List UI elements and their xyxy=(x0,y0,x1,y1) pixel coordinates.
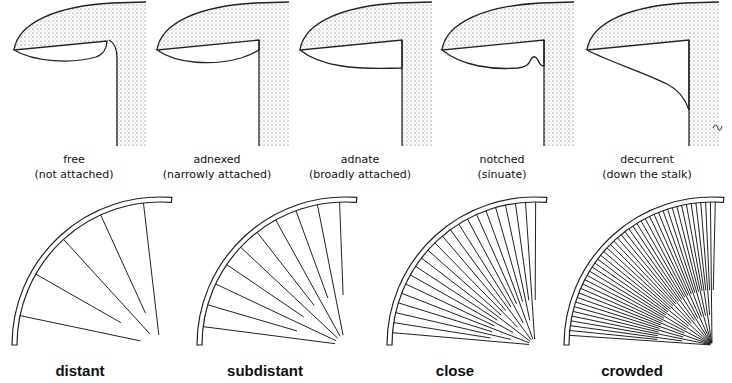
mushroom-decurrent xyxy=(587,2,722,146)
gill-line xyxy=(467,219,523,323)
mushroom-adnexed xyxy=(157,2,289,146)
gill-line xyxy=(614,241,692,323)
cap-outline xyxy=(157,2,289,50)
mushroom-free xyxy=(14,2,146,146)
gill-line xyxy=(592,267,666,315)
gill-line xyxy=(459,224,511,307)
gill-spacing-fans xyxy=(12,197,724,345)
cap-margin xyxy=(197,197,357,345)
gill-line xyxy=(641,221,685,297)
stalk-outline xyxy=(258,40,259,146)
gill-line xyxy=(143,203,158,335)
gill-line xyxy=(340,202,344,295)
gill xyxy=(14,41,107,61)
gill-line xyxy=(583,284,663,322)
cap-outline xyxy=(587,2,719,50)
gill-line xyxy=(416,266,498,320)
gill-line xyxy=(629,229,695,321)
gill-line xyxy=(216,284,336,341)
stipple xyxy=(300,2,432,146)
attachment-label: (broadly attached) xyxy=(309,168,411,182)
mushroom-adnate xyxy=(300,2,432,146)
gill xyxy=(300,40,402,68)
gill-fan xyxy=(12,197,172,345)
spacing-label: close xyxy=(436,362,474,380)
cap-margin xyxy=(12,197,172,345)
gill xyxy=(587,40,689,110)
gill-line xyxy=(526,202,535,339)
stipple xyxy=(442,2,574,146)
gill-line xyxy=(658,212,691,294)
gill-line xyxy=(677,206,699,291)
gill-line xyxy=(394,323,491,338)
gill-line xyxy=(203,327,335,344)
gill-line xyxy=(570,326,682,341)
gill-line xyxy=(486,211,533,340)
gill-line xyxy=(428,250,501,315)
attachment-label: free xyxy=(63,153,85,167)
attachment-label: (narrowly attached) xyxy=(163,168,272,182)
attachment-label: (down the stalk) xyxy=(602,168,692,182)
gill-line xyxy=(672,208,711,343)
gill-line xyxy=(317,205,343,336)
attachment-label: notched xyxy=(480,153,525,167)
stalk-outline xyxy=(688,40,689,146)
gill-line xyxy=(276,220,340,336)
attachment-label: adnate xyxy=(341,153,380,167)
gill-line xyxy=(257,232,314,305)
gill-line xyxy=(710,202,712,343)
gill-line xyxy=(227,265,304,317)
gill-fan xyxy=(197,197,357,345)
spacing-label: distant xyxy=(55,362,104,380)
gill-line xyxy=(617,238,675,304)
gill xyxy=(157,40,259,63)
gill-line xyxy=(36,274,121,323)
cap-outline xyxy=(14,2,146,50)
gill-line xyxy=(101,215,146,313)
gill-line xyxy=(296,211,328,298)
stalk-outline xyxy=(401,40,402,146)
gill-line xyxy=(402,293,530,343)
mushroom-notched xyxy=(442,2,574,146)
signature xyxy=(713,125,722,131)
gill-fan xyxy=(387,197,547,345)
gill-line xyxy=(607,248,711,344)
gill-line xyxy=(435,243,518,327)
spacing-label: subdistant xyxy=(227,362,303,380)
gill-line xyxy=(713,202,715,290)
cap-outline xyxy=(300,2,432,50)
gill-line xyxy=(208,305,297,331)
gill-line xyxy=(701,202,710,315)
stipple xyxy=(157,2,289,146)
cap-margin xyxy=(564,197,724,345)
stipple xyxy=(587,2,719,146)
gill-line xyxy=(410,275,513,333)
gill-line xyxy=(241,247,338,338)
gill-line xyxy=(686,204,702,291)
attachment-label: decurrent xyxy=(620,153,673,167)
stalk-outline xyxy=(543,40,544,146)
gill-line xyxy=(396,313,511,340)
spacing-label: crowded xyxy=(601,362,663,380)
gill-line xyxy=(64,239,150,334)
gill-fan xyxy=(564,197,724,345)
stipple xyxy=(14,2,146,146)
stalk-outline xyxy=(109,40,117,146)
cap-outline xyxy=(442,2,574,50)
attachment-label: (sinuate) xyxy=(477,168,526,182)
gill-line xyxy=(706,202,710,290)
gill-line xyxy=(535,202,536,300)
gill-line xyxy=(20,316,140,341)
attachment-label: adnexed xyxy=(193,153,240,167)
cap-margin xyxy=(387,197,547,345)
attachment-label: (not attached) xyxy=(35,168,114,182)
gill-line xyxy=(633,226,682,299)
gill xyxy=(442,40,544,68)
